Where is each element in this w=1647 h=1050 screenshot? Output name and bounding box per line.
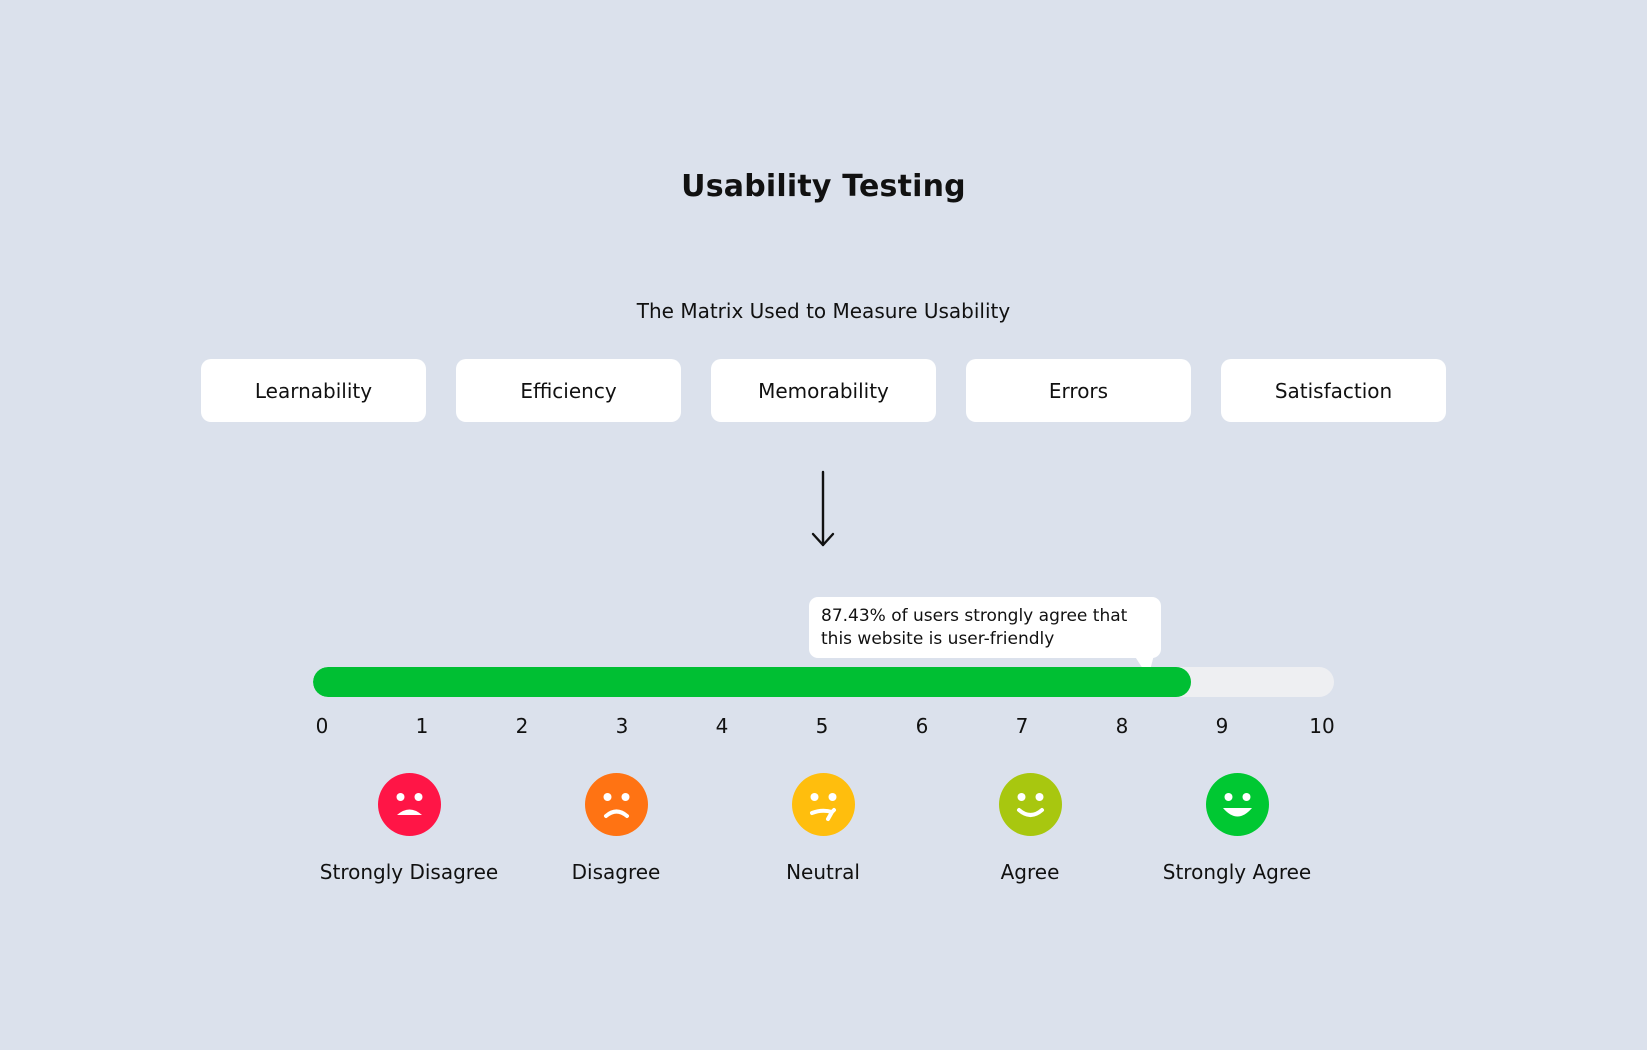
scale-tick-label: 4 (715, 714, 729, 738)
scale-tick-label: 8 (1115, 714, 1129, 738)
scale-tick-label: 3 (615, 714, 629, 738)
scale-tick-label: 2 (515, 714, 529, 738)
metric-satisfaction: Satisfaction (1221, 359, 1446, 422)
smile-face-icon (998, 773, 1062, 836)
rating-label: Neutral (786, 860, 860, 884)
neutral-face-icon (791, 773, 855, 836)
rating-scale-fill (313, 667, 1192, 697)
rating-label: Disagree (571, 860, 661, 884)
rating-label: Agree (1000, 860, 1060, 884)
rating-label: Strongly Agree (1162, 860, 1312, 884)
rating-scale-track (313, 667, 1334, 697)
metric-learnability: Learnability (201, 359, 426, 422)
grin-face-icon (1205, 773, 1269, 836)
metric-efficiency: Efficiency (456, 359, 681, 422)
callout-line-2: this website is user-friendly (821, 629, 1055, 649)
scale-tick-label: 7 (1015, 714, 1029, 738)
scale-tick-label: 9 (1215, 714, 1229, 738)
very-sad-face-icon (377, 773, 441, 836)
scale-tick-label: 10 (1309, 714, 1335, 738)
scale-tick-label: 5 (815, 714, 829, 738)
scale-tick-label: 1 (415, 714, 429, 738)
metrics-subtitle: The Matrix Used to Measure Usability (636, 299, 1011, 323)
metric-errors: Errors (966, 359, 1191, 422)
metric-memorability: Memorability (711, 359, 936, 422)
page-title: Usability Testing (681, 169, 966, 204)
scale-tick-label: 0 (315, 714, 329, 738)
callout-line-1: 87.43% of users strongly agree that (821, 606, 1128, 626)
down-arrow-icon (811, 470, 835, 547)
sad-face-icon (584, 773, 648, 836)
scale-tick-label: 6 (915, 714, 929, 738)
result-callout: 87.43% of users strongly agree that this… (809, 597, 1161, 658)
rating-label: Strongly Disagree (319, 860, 499, 884)
